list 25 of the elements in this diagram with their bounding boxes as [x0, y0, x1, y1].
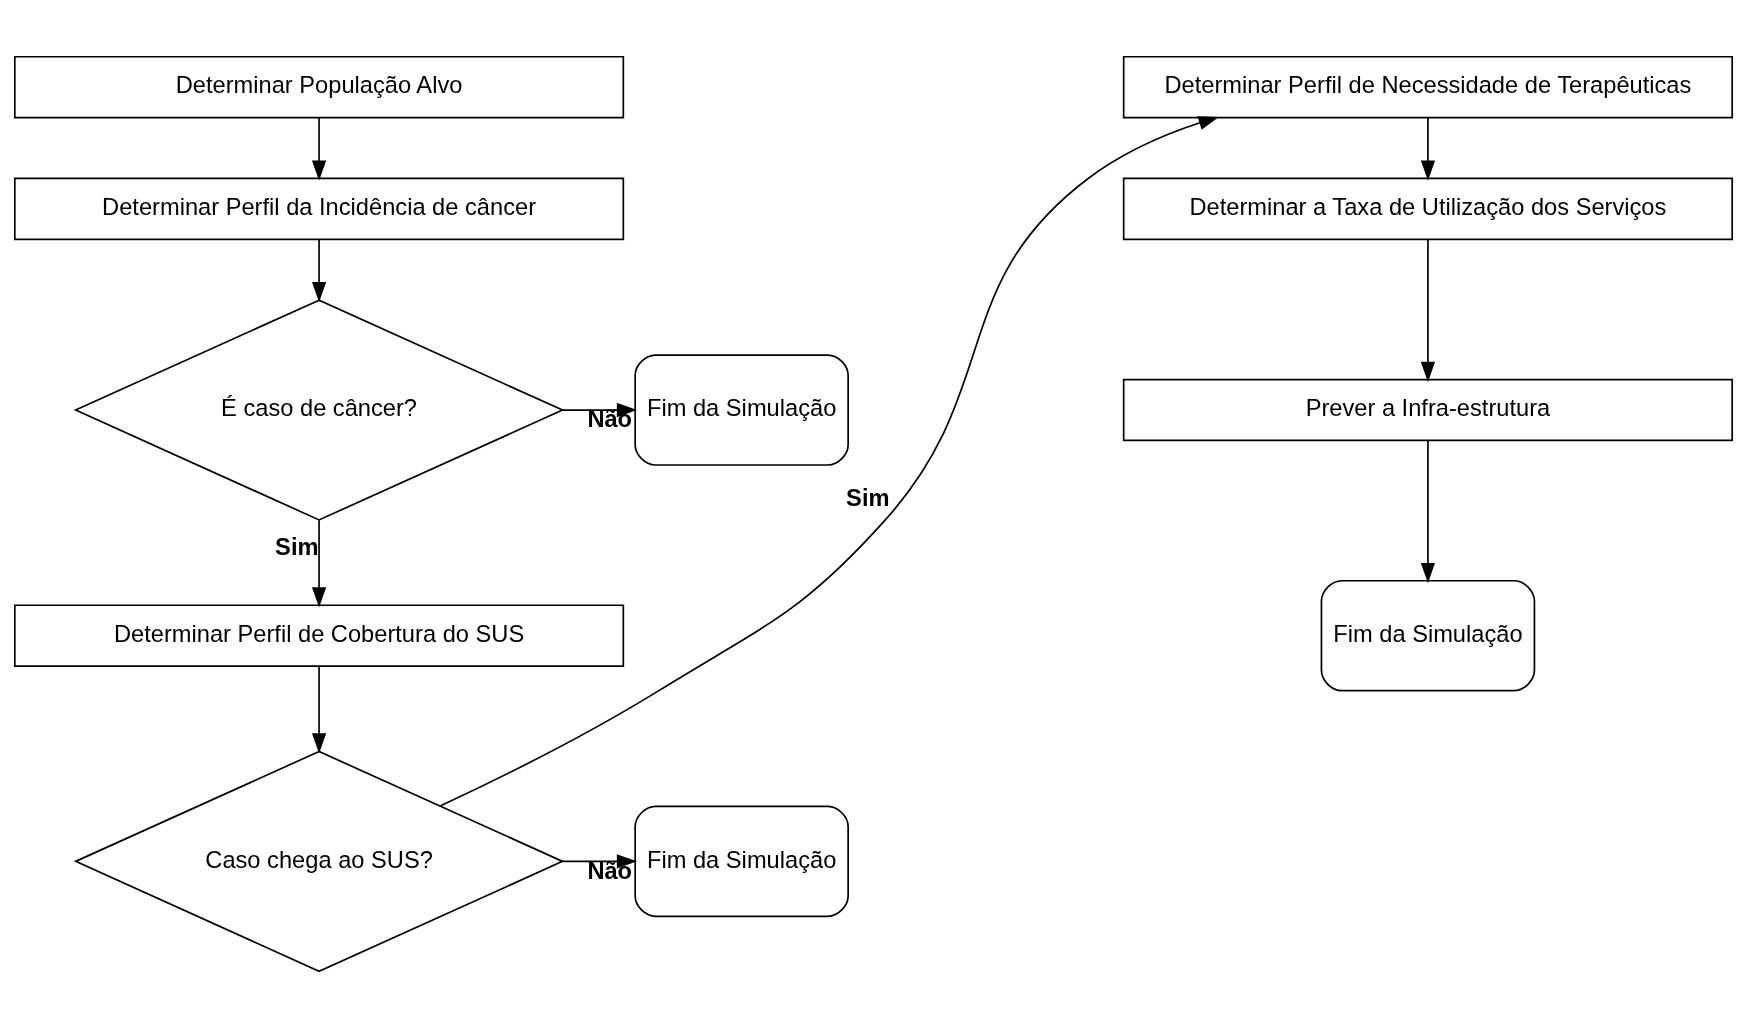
- arrow: [311, 116, 327, 181]
- node-box: Determinar População Alvo: [13, 55, 625, 118]
- node-box: Fim da Simulação: [1320, 579, 1536, 691]
- node-box: Determinar Perfil da Incidência de câncer: [13, 177, 625, 240]
- node-box: Determinar Perfil de Cobertura do SUS: [13, 603, 625, 667]
- arrow: [561, 402, 638, 417]
- node-diamond: Caso chega ao SUS?: [73, 750, 565, 972]
- arrow: [311, 238, 327, 302]
- arrow: [311, 518, 327, 608]
- node-diamond: É caso de câncer?: [73, 298, 565, 521]
- arrow: [311, 665, 327, 754]
- node-box: Prever a Infra-estrutura: [1122, 378, 1734, 441]
- arrow: [439, 115, 1219, 807]
- edge-label: Sim: [846, 484, 890, 511]
- edge-label: Não: [587, 857, 633, 884]
- node-box: Determinar a Taxa de Utilização dos Serviços: [1122, 177, 1734, 240]
- edge-label: Sim: [275, 533, 319, 560]
- arrow: [1420, 116, 1436, 181]
- node-box: Fim da Simulação: [634, 805, 849, 917]
- arrow: [1420, 238, 1436, 382]
- arrow: [1420, 439, 1436, 583]
- arrow: [561, 853, 638, 868]
- node-box: Fim da Simulação: [634, 353, 849, 466]
- node-box: Determinar Perfil de Necessidade de Terapêuticas: [1122, 55, 1734, 118]
- edge-label: Não: [587, 405, 633, 432]
